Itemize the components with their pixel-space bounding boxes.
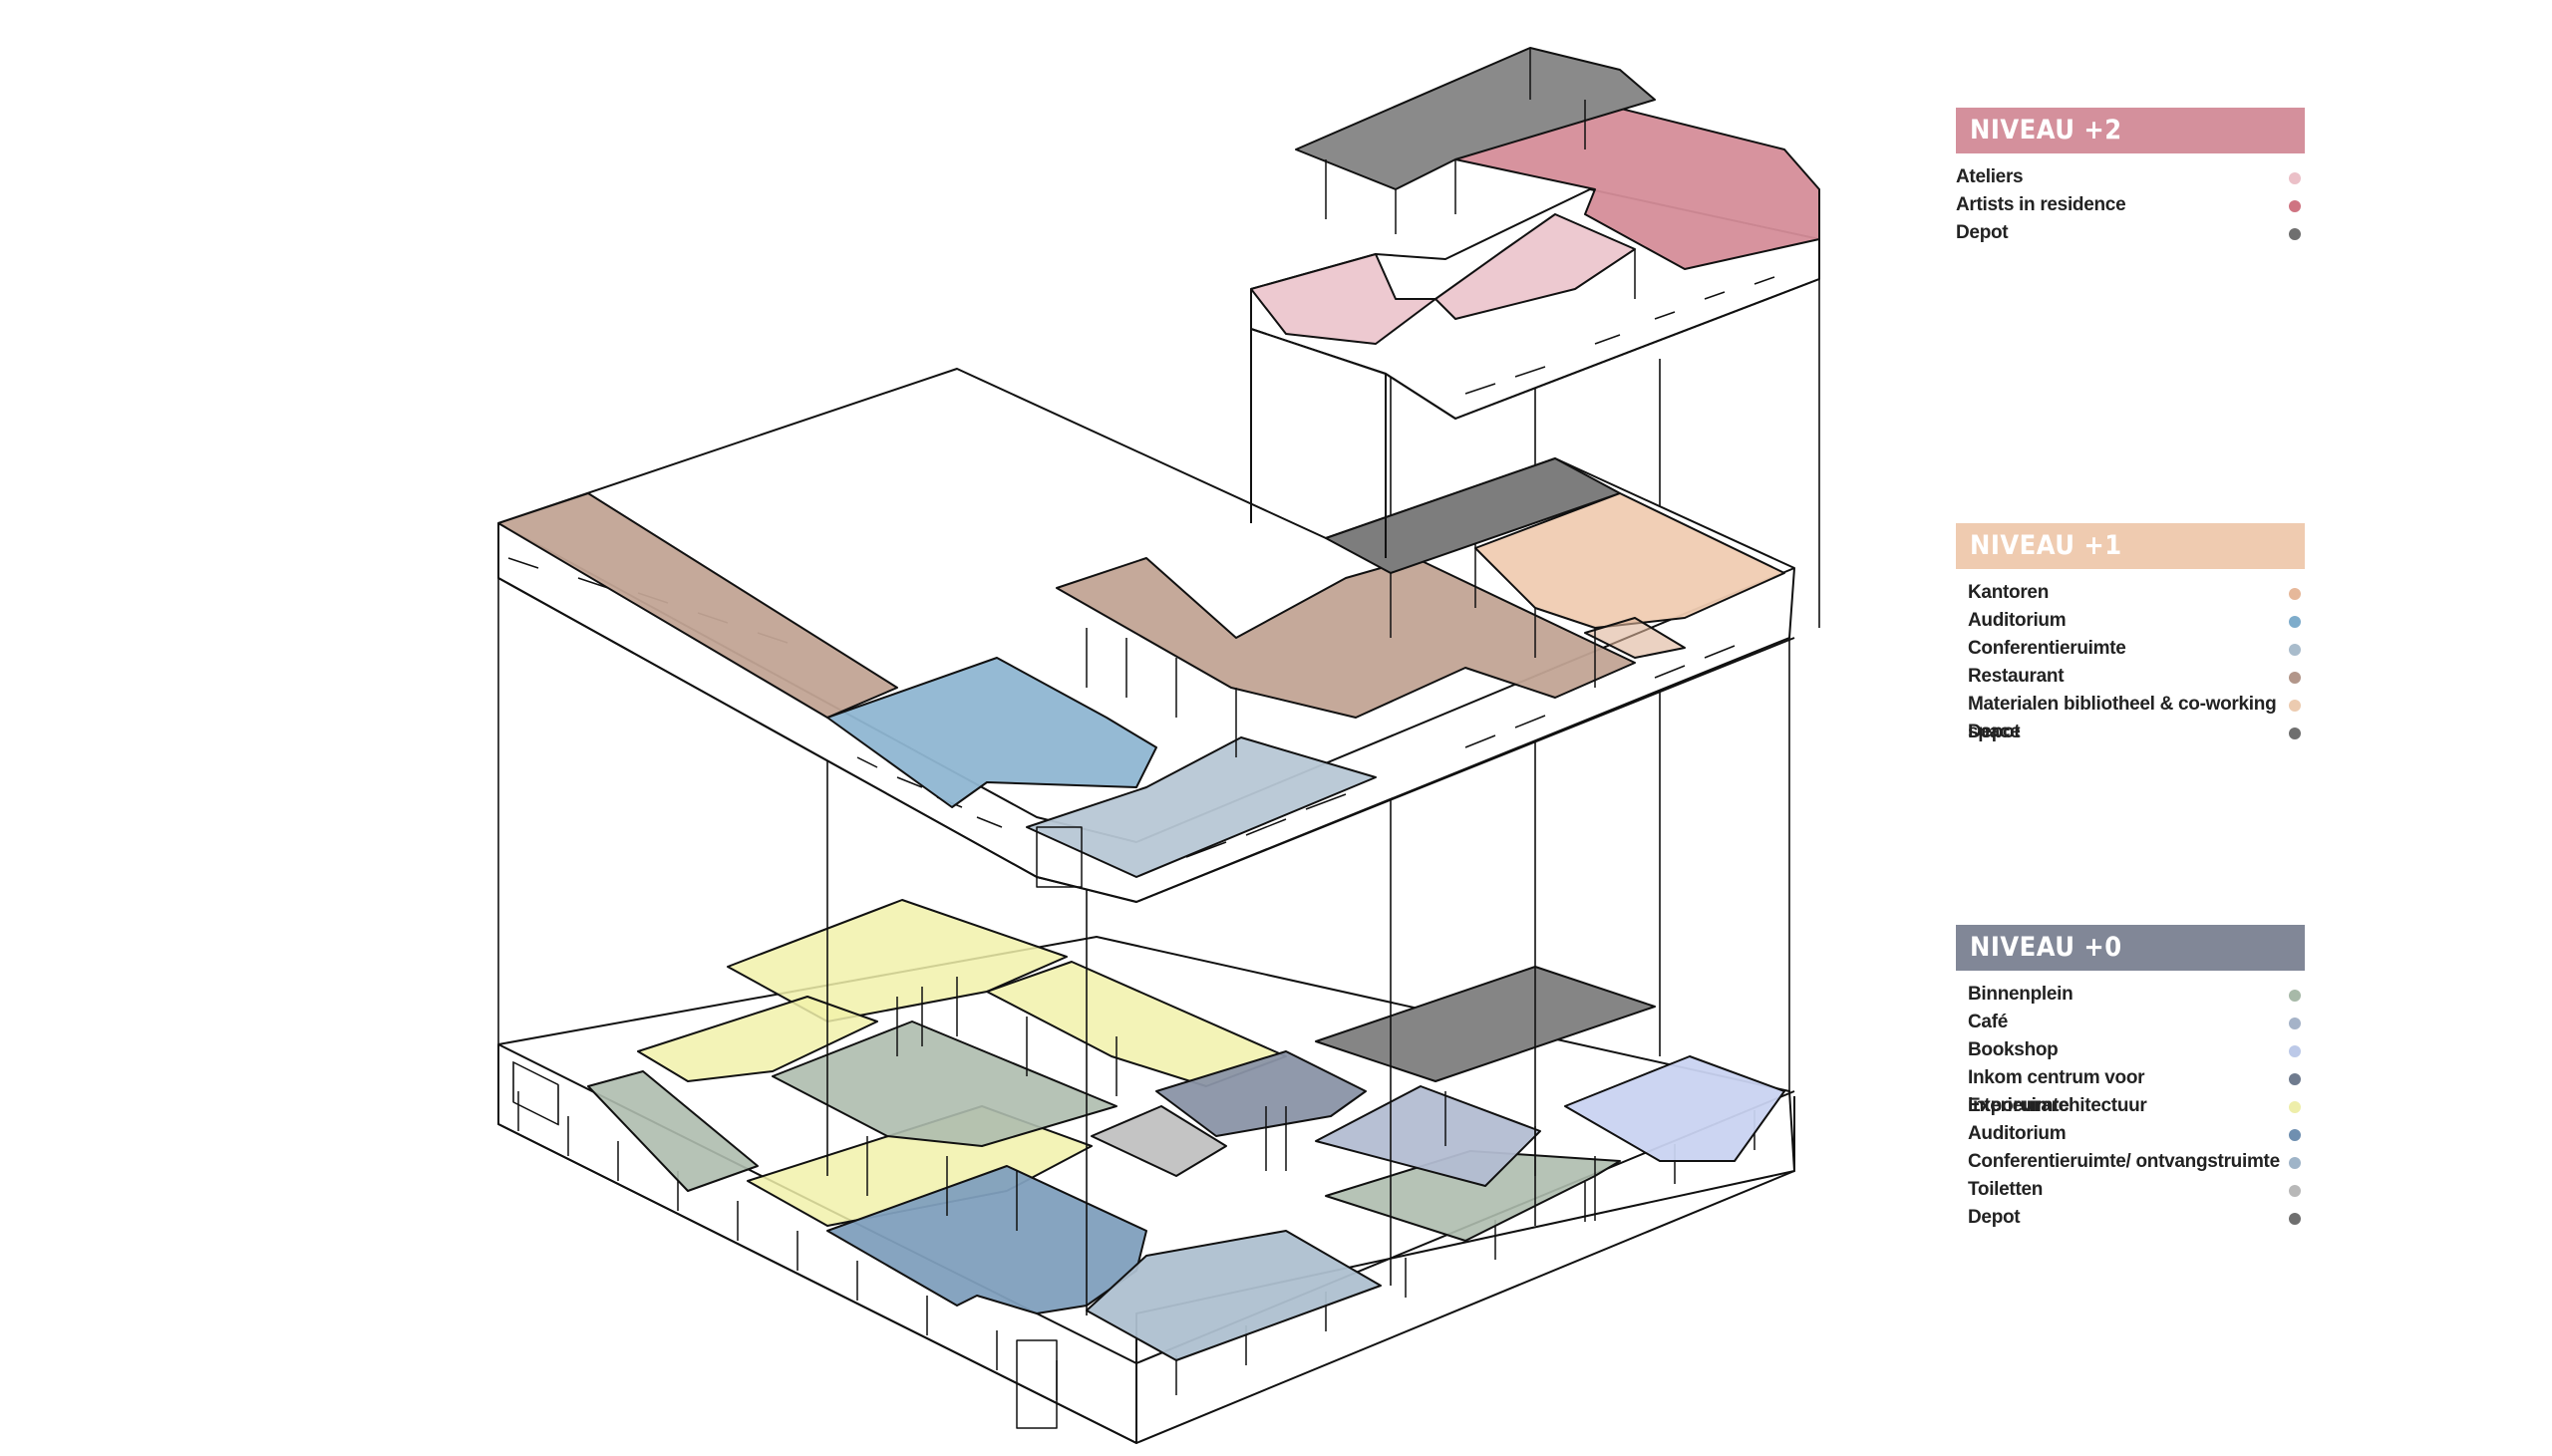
- legend-item-label: Inkom centrum voor interieurarchitectuur: [1968, 1067, 2147, 1116]
- legend-swatch: [2289, 1185, 2301, 1197]
- legend-swatch: [2289, 1045, 2301, 1057]
- legend-item-label: Toiletten: [1968, 1179, 2044, 1200]
- legend-swatch: [2289, 1213, 2301, 1225]
- legend-swatch: [2289, 1129, 2301, 1141]
- legend-item: Café: [1956, 1009, 2305, 1036]
- legend-item: Toiletten: [1956, 1176, 2305, 1204]
- legend-level-2-title: NIVEAU +2: [1956, 108, 2305, 153]
- legend-item: Depot: [1956, 719, 2305, 746]
- legend-swatch: [2289, 172, 2301, 184]
- room-toiletten: [1091, 1105, 1227, 1177]
- legend-item-label: Artists in residence: [1956, 194, 2126, 215]
- legend-item-label: Binnenplein: [1968, 984, 2074, 1005]
- legend-item-label: Bookshop: [1968, 1039, 2059, 1060]
- room-bookshop: [1564, 1055, 1785, 1162]
- legend-swatch: [2289, 1073, 2301, 1085]
- level-0-plan: [497, 899, 1795, 1444]
- legend-level-1-title: NIVEAU +1: [1956, 523, 2305, 569]
- legend-item-label: Auditorium: [1968, 1123, 2067, 1144]
- legend-item: Exporuimte: [1956, 1092, 2305, 1120]
- legend-item-label: Restaurant: [1968, 666, 2065, 687]
- room-restaurant: [497, 492, 898, 719]
- legend-level-0-title: NIVEAU +0: [1956, 925, 2305, 971]
- legend-level-0-list: Binnenplein Café Bookshop Inkom centrum …: [1956, 981, 2305, 1232]
- legend-item: Materialen bibliotheel & co-working spac…: [1956, 691, 2305, 742]
- legend-level-2-list: Ateliers Artists in residence Depot: [1956, 163, 2305, 247]
- legend-item-label: Depot: [1968, 1207, 2021, 1228]
- legend-item-label: Conferentieruimte: [1968, 638, 2126, 659]
- legend-swatch: [2289, 200, 2301, 212]
- legend-swatch: [2289, 1018, 2301, 1029]
- legend-item: Auditorium: [1956, 607, 2305, 635]
- legend-swatch: [2289, 990, 2301, 1002]
- room-artists-residence: [1454, 99, 1820, 270]
- legend-item: Restaurant: [1956, 663, 2305, 691]
- room-cafe: [1315, 1085, 1541, 1187]
- legend-item: Auditorium: [1956, 1120, 2305, 1148]
- legend-item: Inkom centrum voor interieurarchitectuur: [1956, 1064, 2305, 1116]
- legend-level-2: NIVEAU +2 Ateliers Artists in residence …: [1956, 108, 2305, 247]
- legend-item-label: Café: [1968, 1012, 2008, 1032]
- legend-item-label: Auditorium: [1968, 610, 2067, 631]
- level-1-plan: [497, 368, 1795, 903]
- legend-swatch: [2289, 228, 2301, 240]
- room-inkom: [1155, 1050, 1367, 1137]
- level-2-plan: [1250, 47, 1820, 558]
- legend-item-label: Depot: [1968, 722, 2021, 742]
- room-depot-0: [1315, 966, 1656, 1082]
- room-auditorium-1: [826, 657, 1157, 808]
- legend-swatch: [2289, 588, 2301, 600]
- legend-item-label: Depot: [1956, 222, 2009, 243]
- room-conference: [1086, 1230, 1382, 1361]
- legend-level-1: NIVEAU +1 Kantoren Auditorium Conferenti…: [1956, 523, 2305, 746]
- legend-swatch: [2289, 700, 2301, 712]
- room-binnenplein: [587, 1070, 759, 1192]
- room-kantoren: [1584, 617, 1686, 659]
- legend-swatch: [2289, 728, 2301, 739]
- legend-item-label: Materialen bibliotheel & co-working spac…: [1968, 694, 2277, 742]
- legend-item: Artists in residence: [1956, 191, 2305, 219]
- legend-item: Conferentieruimte/ ontvangstruimte: [1956, 1148, 2305, 1176]
- legend-swatch: [2289, 672, 2301, 684]
- legend-swatch: [2289, 616, 2301, 628]
- legend-item-label: Ateliers: [1956, 166, 2024, 187]
- legend-item: Conferentieruimte: [1956, 635, 2305, 663]
- room-conference-1: [1026, 736, 1377, 878]
- legend-item-label: Kantoren: [1968, 582, 2049, 603]
- legend-item-label: Exporuimte: [1968, 1095, 2070, 1116]
- legend-item: Depot: [1956, 219, 2305, 247]
- legend-item: Kantoren: [1956, 579, 2305, 607]
- legend-level-1-list: Kantoren Auditorium Conferentieruimte Re…: [1956, 579, 2305, 746]
- legend-swatch: [2289, 1157, 2301, 1169]
- legend-item: Ateliers: [1956, 163, 2305, 191]
- legend-swatch: [2289, 644, 2301, 656]
- legend-level-0: NIVEAU +0 Binnenplein Café Bookshop Inko…: [1956, 925, 2305, 1232]
- legend-item-label: Conferentieruimte/ ontvangstruimte: [1968, 1151, 2280, 1172]
- legend-item: Binnenplein: [1956, 981, 2305, 1009]
- legend-swatch: [2289, 1101, 2301, 1113]
- legend-item: Bookshop: [1956, 1036, 2305, 1064]
- legend-item: Depot: [1956, 1204, 2305, 1232]
